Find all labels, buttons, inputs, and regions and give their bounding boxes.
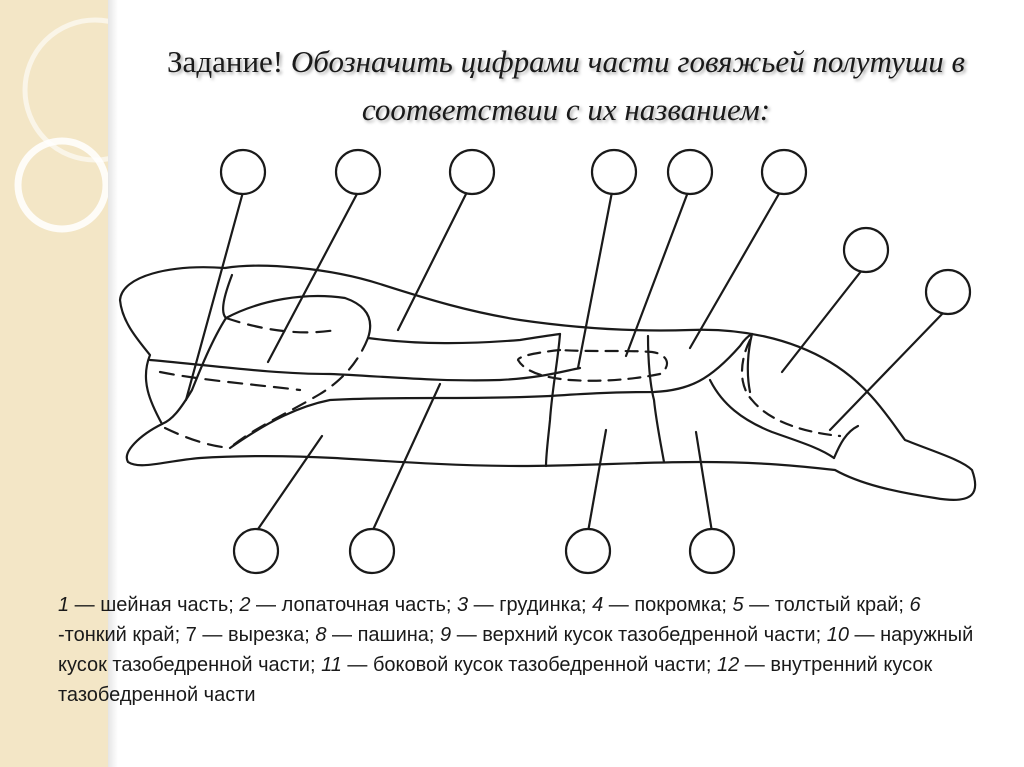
shoulder-dashed	[224, 316, 338, 334]
legend-item: 5 — толстый край;	[732, 594, 910, 616]
hind-line-1	[746, 332, 754, 394]
label-circle-9	[232, 527, 280, 575]
label-circle-10	[348, 527, 396, 575]
hind-line-2	[708, 378, 836, 460]
leader-5	[624, 190, 690, 358]
legend-item: 10 — наружный кусок тазобедренной части;	[58, 624, 974, 676]
neck-dashed	[163, 426, 232, 450]
leader-2	[266, 190, 360, 364]
neck-lower-line	[160, 316, 228, 426]
leader-6	[688, 190, 782, 350]
title-label: Задание!	[167, 44, 284, 79]
lower-line	[228, 394, 552, 450]
decorative-circles	[14, 17, 108, 233]
legend-item: 2 — лопаточная часть;	[239, 594, 457, 616]
parts-legend: 1 — шейная часть; 2 — лопаточная часть; …	[58, 590, 978, 710]
label-circle-6	[760, 148, 808, 196]
band-shadow	[108, 0, 118, 767]
label-circle-11	[564, 527, 612, 575]
legend-item: 6 -тонкий край;	[58, 594, 921, 646]
legend-item: 4 — покромка;	[592, 594, 733, 616]
label-circle-5	[666, 148, 714, 196]
back-line	[366, 332, 562, 345]
center-low-line	[548, 332, 754, 398]
legend-item: 11 — боковой кусок тазобедренной части;	[321, 654, 717, 676]
leader-7	[780, 268, 864, 374]
legend-item: 12 — внутренний кусок тазобедренной част…	[58, 654, 933, 706]
shoulder-dashed-2	[228, 336, 370, 450]
label-circle-2	[334, 148, 382, 196]
legend-item: 7 — вырезка;	[185, 624, 316, 646]
center-dashed-loop	[516, 348, 669, 382]
mid-dashed	[158, 370, 302, 392]
legend-item: 1 — шейная часть;	[58, 594, 240, 616]
label-circle-3	[448, 148, 496, 196]
leader-9	[254, 434, 324, 534]
leader-8	[828, 310, 946, 432]
label-circle-4	[590, 148, 638, 196]
legend-item: 3 — грудинка;	[456, 594, 593, 616]
label-circle-12	[688, 527, 736, 575]
leader-11	[586, 428, 608, 534]
title-text: Обозначить цифрами части говяжьей полуту…	[290, 44, 965, 127]
legend-item: 8 — пашина;	[315, 624, 441, 646]
label-circle-1	[219, 148, 267, 196]
decorative-side-band	[0, 0, 108, 767]
neck-line	[222, 273, 234, 320]
carcass-outline	[118, 264, 977, 501]
leader-12	[694, 430, 714, 534]
label-circle-8	[924, 268, 972, 316]
leader-3	[396, 190, 469, 332]
hind-dashed	[741, 338, 842, 438]
legend-item: 9 — верхний кусок тазобедренной части;	[440, 624, 827, 646]
page-title: Задание! Обозначить цифрами части говяжь…	[108, 38, 1024, 134]
leader-1	[184, 190, 245, 402]
hind-line-3	[832, 424, 860, 460]
leader-10	[370, 382, 442, 534]
label-circle-7	[842, 226, 890, 274]
center-left-line	[544, 332, 562, 468]
mid-line	[148, 358, 582, 382]
center-right-line	[646, 334, 666, 464]
shoulder-line	[224, 294, 372, 340]
leader-4	[576, 190, 614, 370]
